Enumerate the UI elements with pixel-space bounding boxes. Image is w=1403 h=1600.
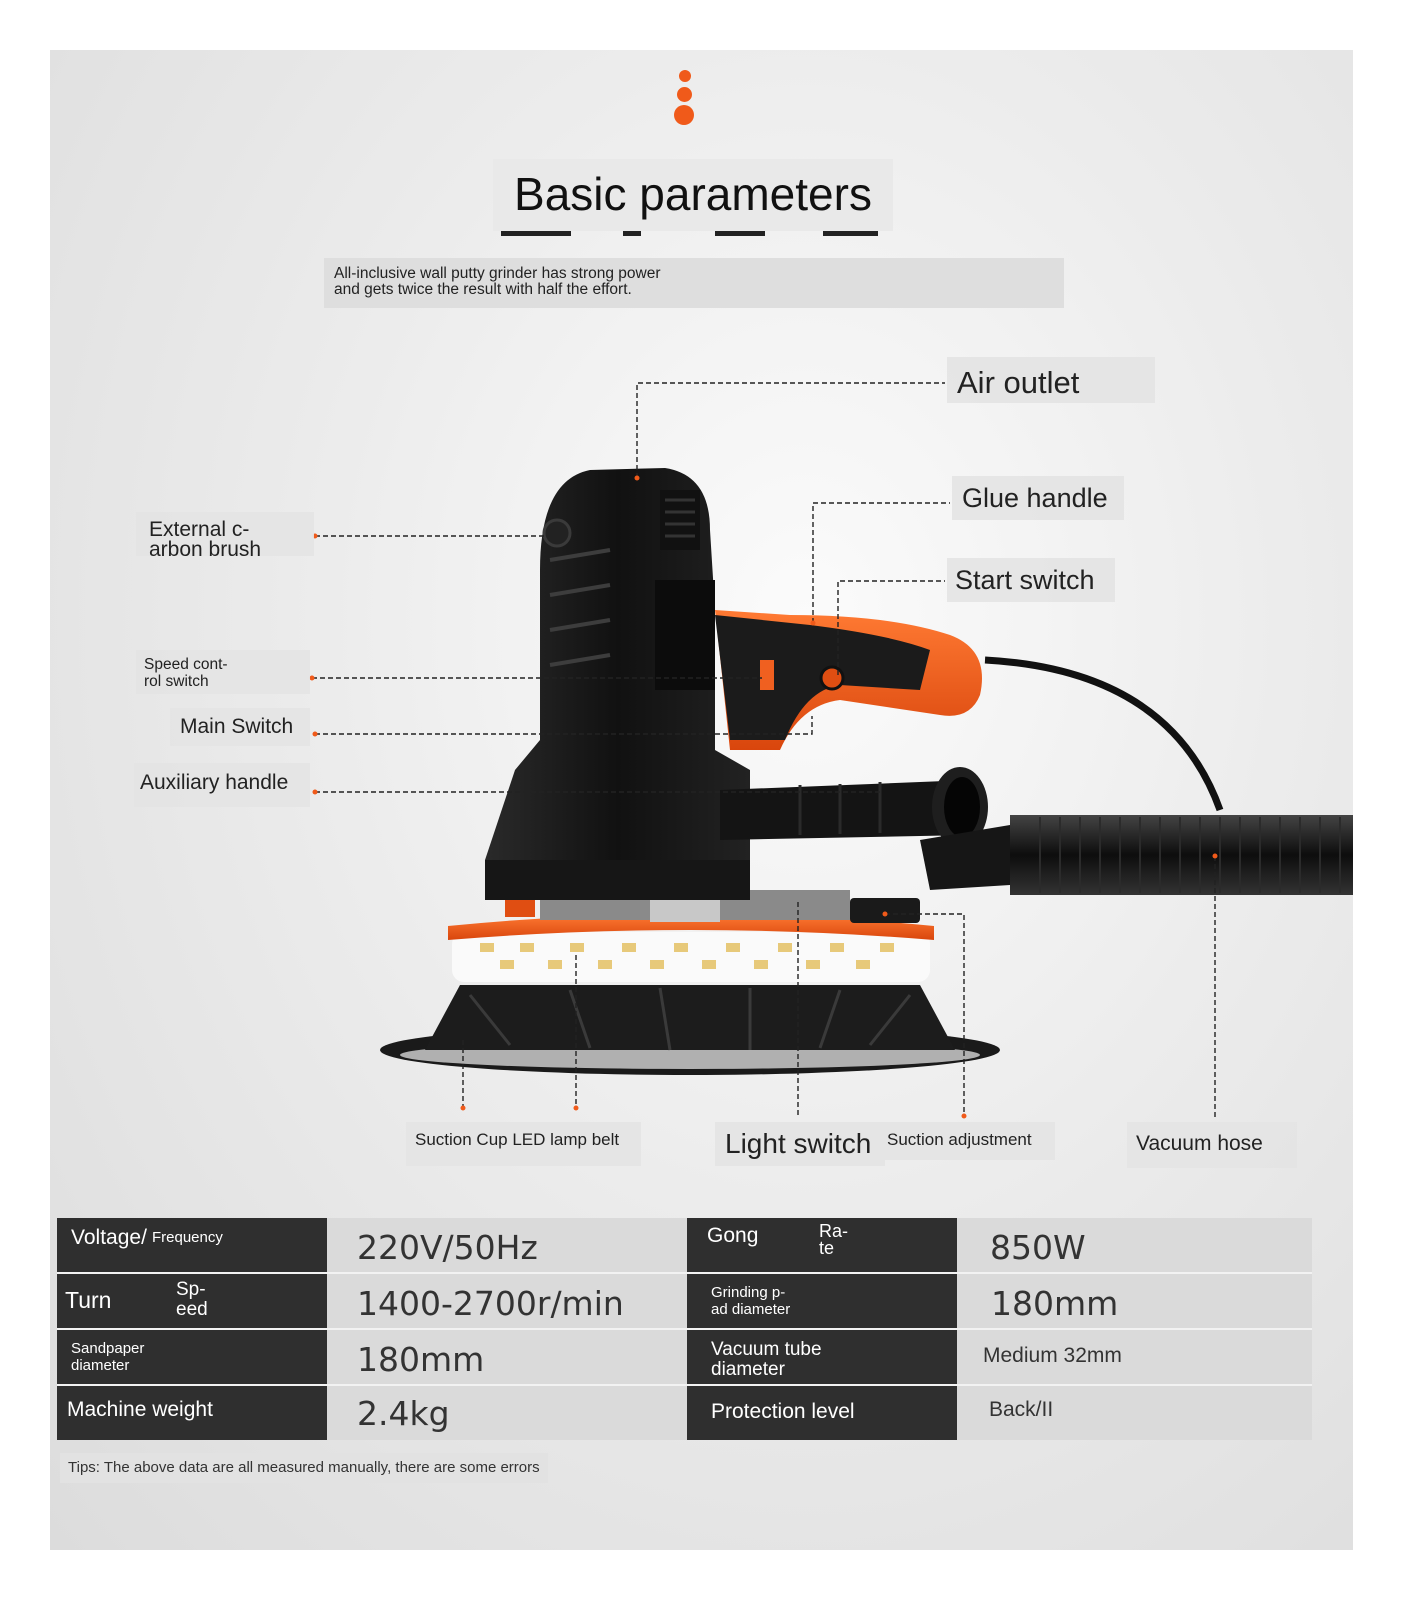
spec-speed-label: Turn Sp- eed [65,1279,208,1320]
spec-sandpaper-value: 180mm [357,1340,485,1379]
spec-grinding-label: Grinding p- ad diameter [711,1284,791,1318]
spec-speed-value: 1400-2700r/min [357,1284,624,1323]
start-switch [819,665,845,691]
spec-weight-value: 2.4kg [357,1394,450,1433]
spec-voltage-value: 220V/50Hz [357,1228,538,1267]
spec-grinding-value: 180mm [991,1284,1119,1323]
label-suction-adjustment: Suction adjustment [885,1122,1055,1160]
title-underline [493,227,893,239]
label-glue-handle: Glue handle [952,476,1124,520]
label-external-carbon-brush: External c- arbon brush [136,512,314,556]
led-lamp-belt [452,932,930,982]
carbon-brush-cap [542,518,572,548]
spec-power-label: Gong Ra- te [707,1221,849,1258]
label-vacuum-hose: Vacuum hose [1127,1122,1297,1168]
label-air-outlet: Air outlet [947,357,1155,403]
label-start-switch: Start switch [947,558,1115,602]
subtitle-box: All-inclusive wall putty grinder has str… [324,258,1064,308]
label-speed-control-switch: Speed cont- rol switch [136,650,310,694]
page-title: Basic parameters [514,168,872,220]
suction-knob [850,898,920,923]
spec-weight-label: Machine weight [67,1398,213,1421]
sander-illustration [309,382,1353,1119]
subtitle: All-inclusive wall putty grinder has str… [334,265,661,298]
footer-tips: Tips: The above data are all measured ma… [60,1453,548,1483]
spec-sandpaper-label: Sandpaper diameter [71,1340,145,1374]
spec-table: Voltage/ Frequency 220V/50Hz Gong Ra- te… [57,1218,1319,1442]
power-cord [984,656,1224,812]
motor-housing [485,468,750,860]
auxiliary-handle [720,780,970,840]
label-light-switch: Light switch [715,1122,885,1166]
spec-protection-label: Protection level [711,1400,855,1423]
leader-lines [312,382,1216,1118]
label-main-switch: Main Switch [170,708,310,746]
spec-protection-value: Back/II [989,1398,1054,1421]
spec-vacuum-label: Vacuum tube diameter [711,1339,822,1380]
label-auxiliary-handle: Auxiliary handle [134,763,310,807]
spec-vacuum-value: Medium 32mm [983,1344,1122,1367]
spec-voltage-label: Voltage/ Frequency [71,1226,223,1249]
spec-power-value: 850W [990,1228,1086,1267]
label-suction-cup-led: Suction Cup LED lamp belt [406,1122,641,1166]
title-box: Basic parameters [493,159,893,231]
vacuum-hose [1010,815,1353,895]
product-panel: Basic parameters All-inclusive wall putt… [50,50,1353,1550]
